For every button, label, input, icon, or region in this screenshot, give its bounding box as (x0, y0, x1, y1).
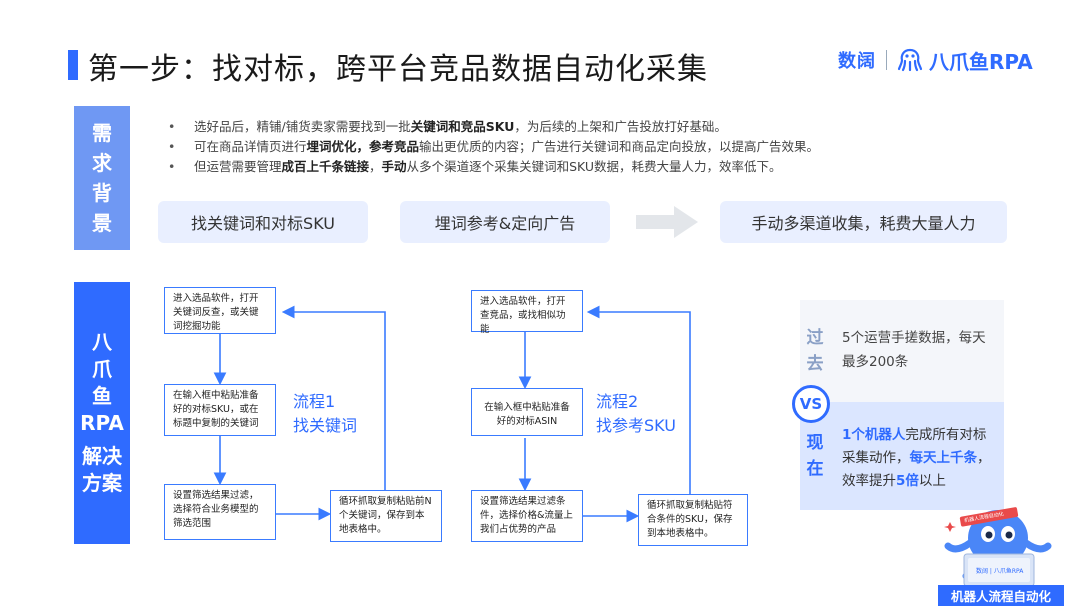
flow1-step4: 循环抓取复制粘贴前N个关键词，保存到本地表格中。 (330, 490, 442, 542)
section-label-need: 需 求 背 景 (74, 106, 130, 250)
flow1-label: 流程1 找关键词 (293, 392, 358, 435)
flow2-step2: 在输入框中粘贴准备好的对标ASIN (471, 388, 583, 436)
logo-divider (886, 50, 887, 70)
comparison-past-label: 过去 (806, 328, 824, 374)
mascot-screen-text: 数阔 | 八爪鱼RPA (976, 567, 1024, 575)
brand-logo: 数阔 八爪鱼RPA (838, 46, 1033, 74)
comparison-now-panel (800, 402, 1004, 510)
octopus-icon (897, 48, 923, 72)
bullet-item: 选好品后，精铺/铺货卖家需要找到一批关键词和竞品SKU，为后续的上架和广告投放打… (168, 117, 819, 137)
robot-mascot-icon: 机器人流程自动化 数阔 | 八爪鱼RPA (944, 507, 1052, 587)
logo-shukuo: 数阔 (838, 51, 876, 72)
mascot-label: 机器人流程自动化 (938, 585, 1064, 606)
flow1-step1: 进入选品软件，打开关键词反查，或关键词挖掘功能 (164, 287, 276, 334)
flow2-step3: 设置筛选结果过滤条件，选择价格&流量上我们占优势的产品 (471, 490, 583, 542)
section-label-solution: 八 爪 鱼 RPA 解决 方案 (74, 282, 130, 544)
title-accent-bar (68, 50, 78, 80)
label-char: 鱼 (92, 384, 112, 408)
bullet-item: 但运营需要管理成百上千条链接，手动从多个渠道逐个采集关键词和SKU数据，耗费大量… (168, 157, 819, 177)
pill-keyword-ads: 埋词参考&定向广告 (400, 201, 610, 243)
label-char: 爪 (92, 357, 112, 381)
pill-manual-collection: 手动多渠道收集，耗费大量人力 (720, 201, 1007, 243)
flow2-step1: 进入选品软件，打开查竞品，或找相似功能 (471, 290, 583, 335)
vs-badge: VS (792, 385, 830, 423)
pill-find-keywords: 找关键词和对标SKU (158, 201, 368, 243)
label-char: 需 (92, 121, 112, 145)
comparison-now-label: 现在 (806, 433, 824, 479)
label-char: 方案 (82, 471, 122, 495)
flow2-step4: 循环抓取复制粘贴符合条件的SKU，保存到本地表格中。 (638, 494, 748, 546)
bullet-item: 可在商品详情页进行埋词优化，参考竞品输出更优质的内容；广告进行关键词和商品定向投… (168, 137, 819, 157)
page-title: 第一步：找对标，跨平台竞品数据自动化采集 (88, 52, 708, 87)
label-char: 八 (92, 330, 112, 354)
comparison-past-text: 5个运营手搓数据，每天最多200条 (842, 330, 986, 370)
label-char: 景 (92, 211, 112, 235)
label-char: 求 (92, 151, 112, 175)
label-char: RPA (80, 411, 124, 435)
label-char: 背 (92, 181, 112, 205)
logo-bazhuayu-rpa: 八爪鱼RPA (929, 49, 1033, 74)
flow1-step3: 设置筛选结果过滤，选择符合业务模型的筛选范围 (164, 484, 276, 540)
flow1-step2: 在输入框中粘贴准备好的对标SKU，或在标题中复制的关键词 (164, 384, 276, 436)
comparison-past-panel (800, 300, 1004, 402)
need-bullets: 选好品后，精铺/铺货卖家需要找到一批关键词和竞品SKU，为后续的上架和广告投放打… (168, 117, 819, 177)
arrow-right-icon (636, 206, 698, 238)
comparison-now-text: 1个机器人完成所有对标采集动作，每天上千条，效率提升5倍以上 (842, 427, 991, 489)
flow2-label: 流程2 找参考SKU (596, 392, 676, 435)
label-char: 解决 (82, 444, 122, 468)
